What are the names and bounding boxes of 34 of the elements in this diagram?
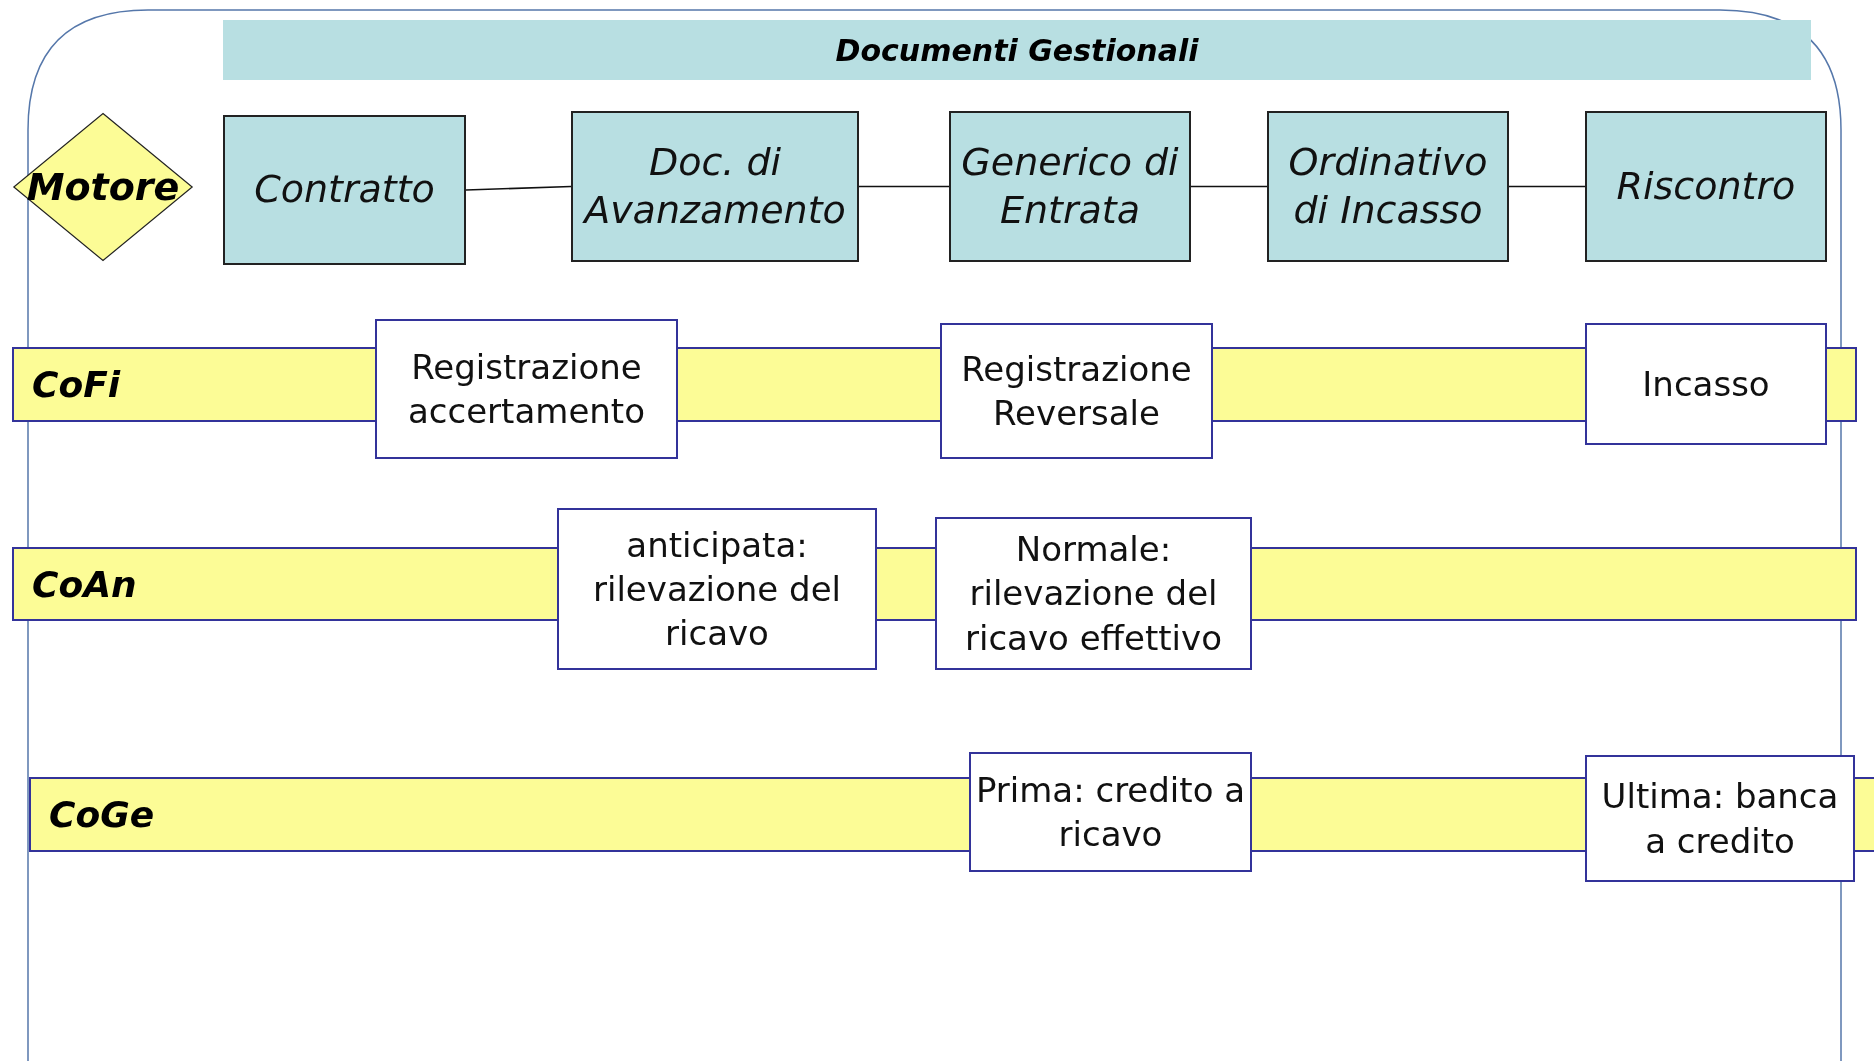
process-box: [940, 323, 1213, 459]
box-label: Incasso: [1642, 362, 1770, 406]
process-box: [1585, 323, 1827, 445]
box-label: Registrazione Reversale: [960, 347, 1193, 435]
lane-label: CoAn: [32, 563, 137, 605]
box-label: anticipata: rilevazione del ricavo: [591, 523, 843, 656]
box-label: Registrazione accertamento: [407, 345, 646, 433]
header-title: Documenti Gestionali: [835, 32, 1199, 68]
document-label: Ordinativo di Incasso: [1287, 139, 1489, 234]
connector-line: [858, 185, 950, 188]
lane-label: CoFi: [32, 364, 121, 405]
document-label: Generico di Entrata: [960, 139, 1180, 234]
document-label: Contratto: [254, 166, 435, 214]
document-box: [571, 111, 859, 262]
process-box: [375, 319, 678, 459]
connector-line: [465, 185, 572, 191]
lane-label: CoGe: [49, 794, 155, 835]
box-label: Ultima: banca a credito: [1600, 775, 1840, 863]
connector-line: [1190, 185, 1268, 188]
document-box: [223, 115, 466, 265]
diamond-label: Motore: [26, 165, 180, 209]
box-label: Normale: rilevazione del ricavo effettivo: [964, 528, 1223, 660]
document-box: [1585, 111, 1827, 262]
document-box: [1267, 111, 1509, 262]
box-label: Prima: credito a ricavo: [975, 768, 1246, 856]
connector-line: [1508, 185, 1586, 188]
document-label: Riscontro: [1616, 162, 1796, 210]
process-box: [935, 517, 1252, 670]
process-box: [969, 752, 1252, 872]
document-label: Doc. di Avanzamento: [581, 139, 847, 234]
document-box: [949, 111, 1191, 262]
process-box: [1585, 755, 1855, 882]
process-box: [557, 508, 877, 670]
header-band: [223, 20, 1811, 80]
